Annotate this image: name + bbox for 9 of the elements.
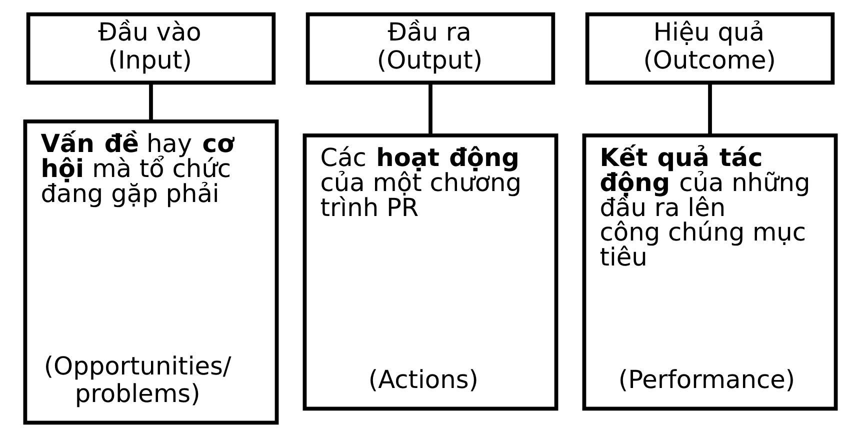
node-box: Kết quả tác động của những đầu ra lên công chúng mục tiêu (Performance) <box>582 133 838 411</box>
node-box: Vấn đề hay cơ hội mà tổ chức đang gặp phải (Opportunities/ problems) <box>22 120 278 425</box>
node-box: Các hoạt động của một chương trình PR (Actions) <box>302 133 558 411</box>
connector <box>428 83 432 136</box>
connector <box>148 83 152 122</box>
connector <box>708 83 712 136</box>
node-box: Đầu vào (Input) <box>26 12 276 85</box>
node-box: Hiệu quả (Outcome) <box>584 12 834 85</box>
node-box: Đầu ra (Output) <box>305 12 555 85</box>
